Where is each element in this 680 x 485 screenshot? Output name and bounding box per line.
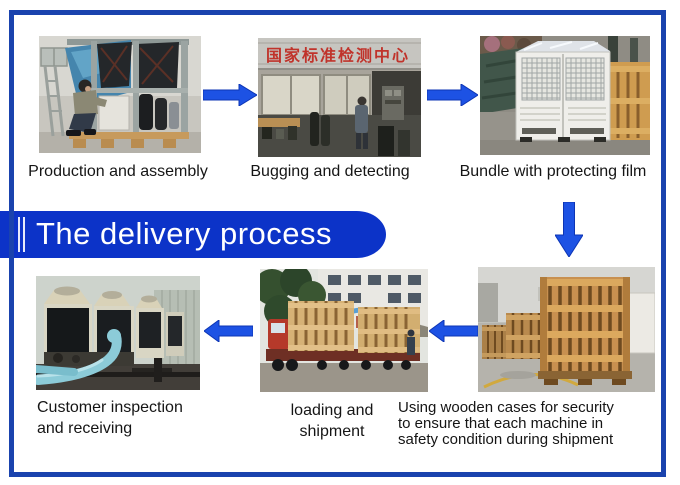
banner-title: The delivery process bbox=[36, 216, 333, 251]
caption-loading: loading and shipment bbox=[276, 400, 388, 442]
caption-wooden-cases: Using wooden cases for security to ensur… bbox=[398, 400, 660, 448]
banner: The delivery process bbox=[0, 211, 386, 258]
caption-wooden-cases-line3: safety condition during shipment bbox=[398, 431, 614, 448]
caption-loading-line1: loading and bbox=[290, 402, 374, 419]
production-photo-illustration bbox=[39, 36, 201, 153]
bundle-photo-illustration bbox=[480, 36, 650, 155]
production-photo bbox=[39, 36, 201, 153]
loading-photo-illustration bbox=[260, 269, 428, 392]
arrow-down-icon bbox=[555, 202, 583, 257]
loading-photo bbox=[260, 269, 428, 392]
detecting-photo-illustration: 国家标准检测中心 bbox=[258, 38, 421, 157]
caption-inspection-line2: and receiving bbox=[37, 420, 133, 437]
arrow-right-icon bbox=[203, 84, 257, 106]
wooden-cases-photo-illustration bbox=[478, 267, 655, 392]
bundle-photo bbox=[480, 36, 650, 155]
banner-accent-line bbox=[18, 217, 20, 252]
wooden-cases-photo bbox=[478, 267, 655, 392]
detecting-photo: 国家标准检测中心 bbox=[258, 38, 421, 157]
caption-loading-line2: shipment bbox=[299, 423, 365, 440]
inspection-photo-illustration bbox=[36, 276, 200, 390]
caption-inspection: Customer inspection and receiving bbox=[37, 397, 227, 439]
detecting-sign-text: 国家标准检测中心 bbox=[266, 46, 410, 65]
arrow-left-icon bbox=[204, 320, 253, 342]
inspection-photo bbox=[36, 276, 200, 390]
caption-wooden-cases-line2: to ensure that each machine in bbox=[398, 415, 604, 432]
caption-detecting: Bugging and detecting bbox=[250, 163, 410, 180]
arrow-left-icon bbox=[429, 320, 478, 342]
arrow-right-icon bbox=[427, 84, 478, 106]
caption-wooden-cases-line1: Using wooden cases for security bbox=[398, 399, 614, 416]
caption-bundle: Bundle with protecting film bbox=[459, 163, 647, 180]
caption-production: Production and assembly bbox=[28, 163, 208, 180]
banner-accent-line bbox=[23, 217, 25, 252]
caption-inspection-line1: Customer inspection bbox=[37, 399, 183, 416]
